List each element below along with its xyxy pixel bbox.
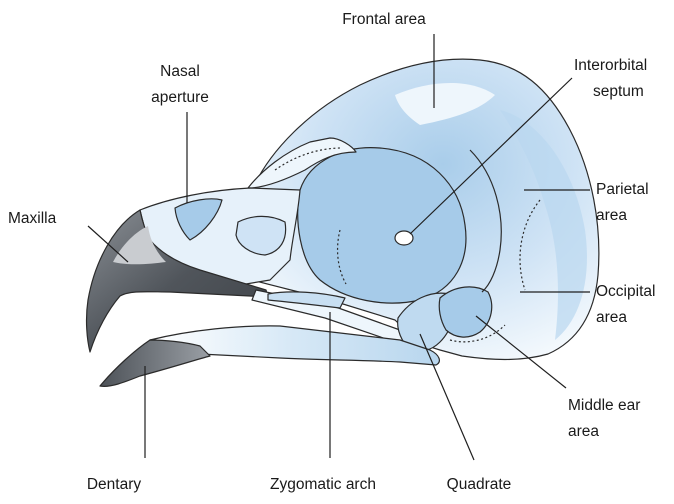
label-maxilla: Maxilla <box>8 210 57 227</box>
label-parietal-area-line1: Parietal <box>596 181 649 198</box>
label-nasal-aperture-line2: aperture <box>151 89 209 106</box>
label-parietal-area-line2: area <box>596 207 627 224</box>
label-quadrate: Quadrate <box>447 476 512 493</box>
skull-illustration <box>87 59 599 386</box>
dentary-beak <box>100 340 210 386</box>
label-occipital-area-line2: area <box>596 309 627 326</box>
label-nasal-aperture-line1: Nasal <box>160 63 200 80</box>
label-interorbital-septum-line2: septum <box>593 83 644 100</box>
label-middle-ear-area-line1: Middle ear <box>568 397 640 414</box>
label-interorbital-septum-line1: Interorbital <box>574 57 647 74</box>
label-occipital-area-line1: Occipital <box>596 283 655 300</box>
label-zygomatic-arch: Zygomatic arch <box>270 476 376 493</box>
label-middle-ear-area-line2: area <box>568 423 599 440</box>
label-frontal-area: Frontal area <box>342 11 426 28</box>
label-dentary: Dentary <box>87 476 142 493</box>
